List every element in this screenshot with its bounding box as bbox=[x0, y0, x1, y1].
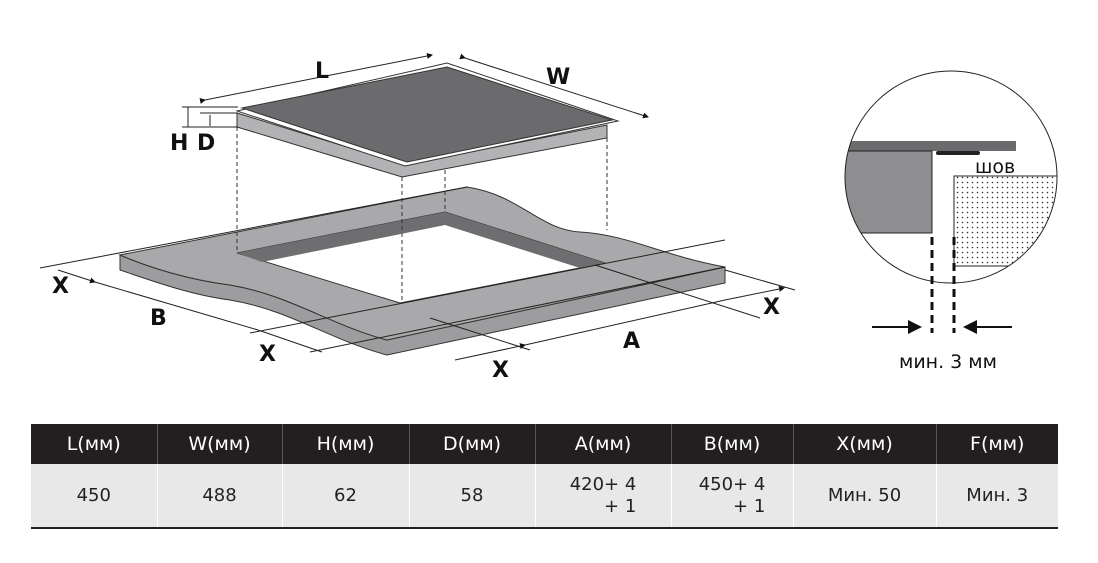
value-L: 450 bbox=[31, 464, 158, 529]
countertop bbox=[118, 186, 726, 356]
label-W: W bbox=[546, 65, 570, 90]
label-X-front-left: X bbox=[259, 342, 276, 367]
label-L: L bbox=[315, 59, 329, 84]
table-header-row: L(мм) W(мм) H(мм) D(мм) A(мм) B(мм) X(мм… bbox=[31, 424, 1058, 464]
label-A: A bbox=[623, 329, 640, 354]
table-row: 450 488 62 58 420+ 4+ 1 450+ 4+ 1 Мин. 5… bbox=[31, 464, 1058, 529]
value-D: 58 bbox=[409, 464, 536, 529]
value-F: Мин. 3 bbox=[936, 464, 1058, 529]
projection-lines bbox=[236, 127, 608, 303]
value-A-main: 420+ 4 bbox=[569, 473, 637, 495]
header-L: L(мм) bbox=[31, 424, 158, 464]
label-X-left: X bbox=[52, 274, 69, 299]
header-B: B(мм) bbox=[671, 424, 794, 464]
value-B-main: 450+ 4 bbox=[698, 473, 766, 495]
label-D: D bbox=[197, 131, 215, 156]
gap-label: мин. 3 мм bbox=[899, 351, 997, 373]
cutout-wall-back-left bbox=[237, 212, 445, 262]
value-W: 488 bbox=[157, 464, 283, 529]
value-X: Мин. 50 bbox=[793, 464, 937, 529]
label-X-front: X bbox=[492, 358, 509, 383]
header-F: F(мм) bbox=[936, 424, 1058, 464]
value-B-tolerance: + 1 bbox=[733, 495, 766, 517]
header-D: D(мм) bbox=[409, 424, 536, 464]
value-H: 62 bbox=[282, 464, 410, 529]
value-A-tolerance: + 1 bbox=[604, 495, 637, 517]
header-A: A(мм) bbox=[535, 424, 672, 464]
cutout-wall-back-right bbox=[445, 212, 605, 268]
value-B: 450+ 4+ 1 bbox=[671, 464, 794, 529]
seam-detail: шов мин. 3 мм bbox=[844, 70, 1058, 373]
installation-diagram: L W H D X B X X A X шов мин. 3 мм bbox=[39, 53, 1058, 383]
seam-label: шов bbox=[975, 156, 1015, 178]
label-B: B bbox=[150, 306, 167, 331]
header-X: X(мм) bbox=[793, 424, 937, 464]
value-A: 420+ 4+ 1 bbox=[535, 464, 672, 529]
header-W: W(мм) bbox=[157, 424, 283, 464]
header-H: H(мм) bbox=[282, 424, 410, 464]
dimension-lines bbox=[39, 53, 796, 361]
label-H: H bbox=[170, 131, 188, 156]
label-X-right: X bbox=[763, 295, 780, 320]
dimensions-table: L(мм) W(мм) H(мм) D(мм) A(мм) B(мм) X(мм… bbox=[31, 424, 1058, 529]
